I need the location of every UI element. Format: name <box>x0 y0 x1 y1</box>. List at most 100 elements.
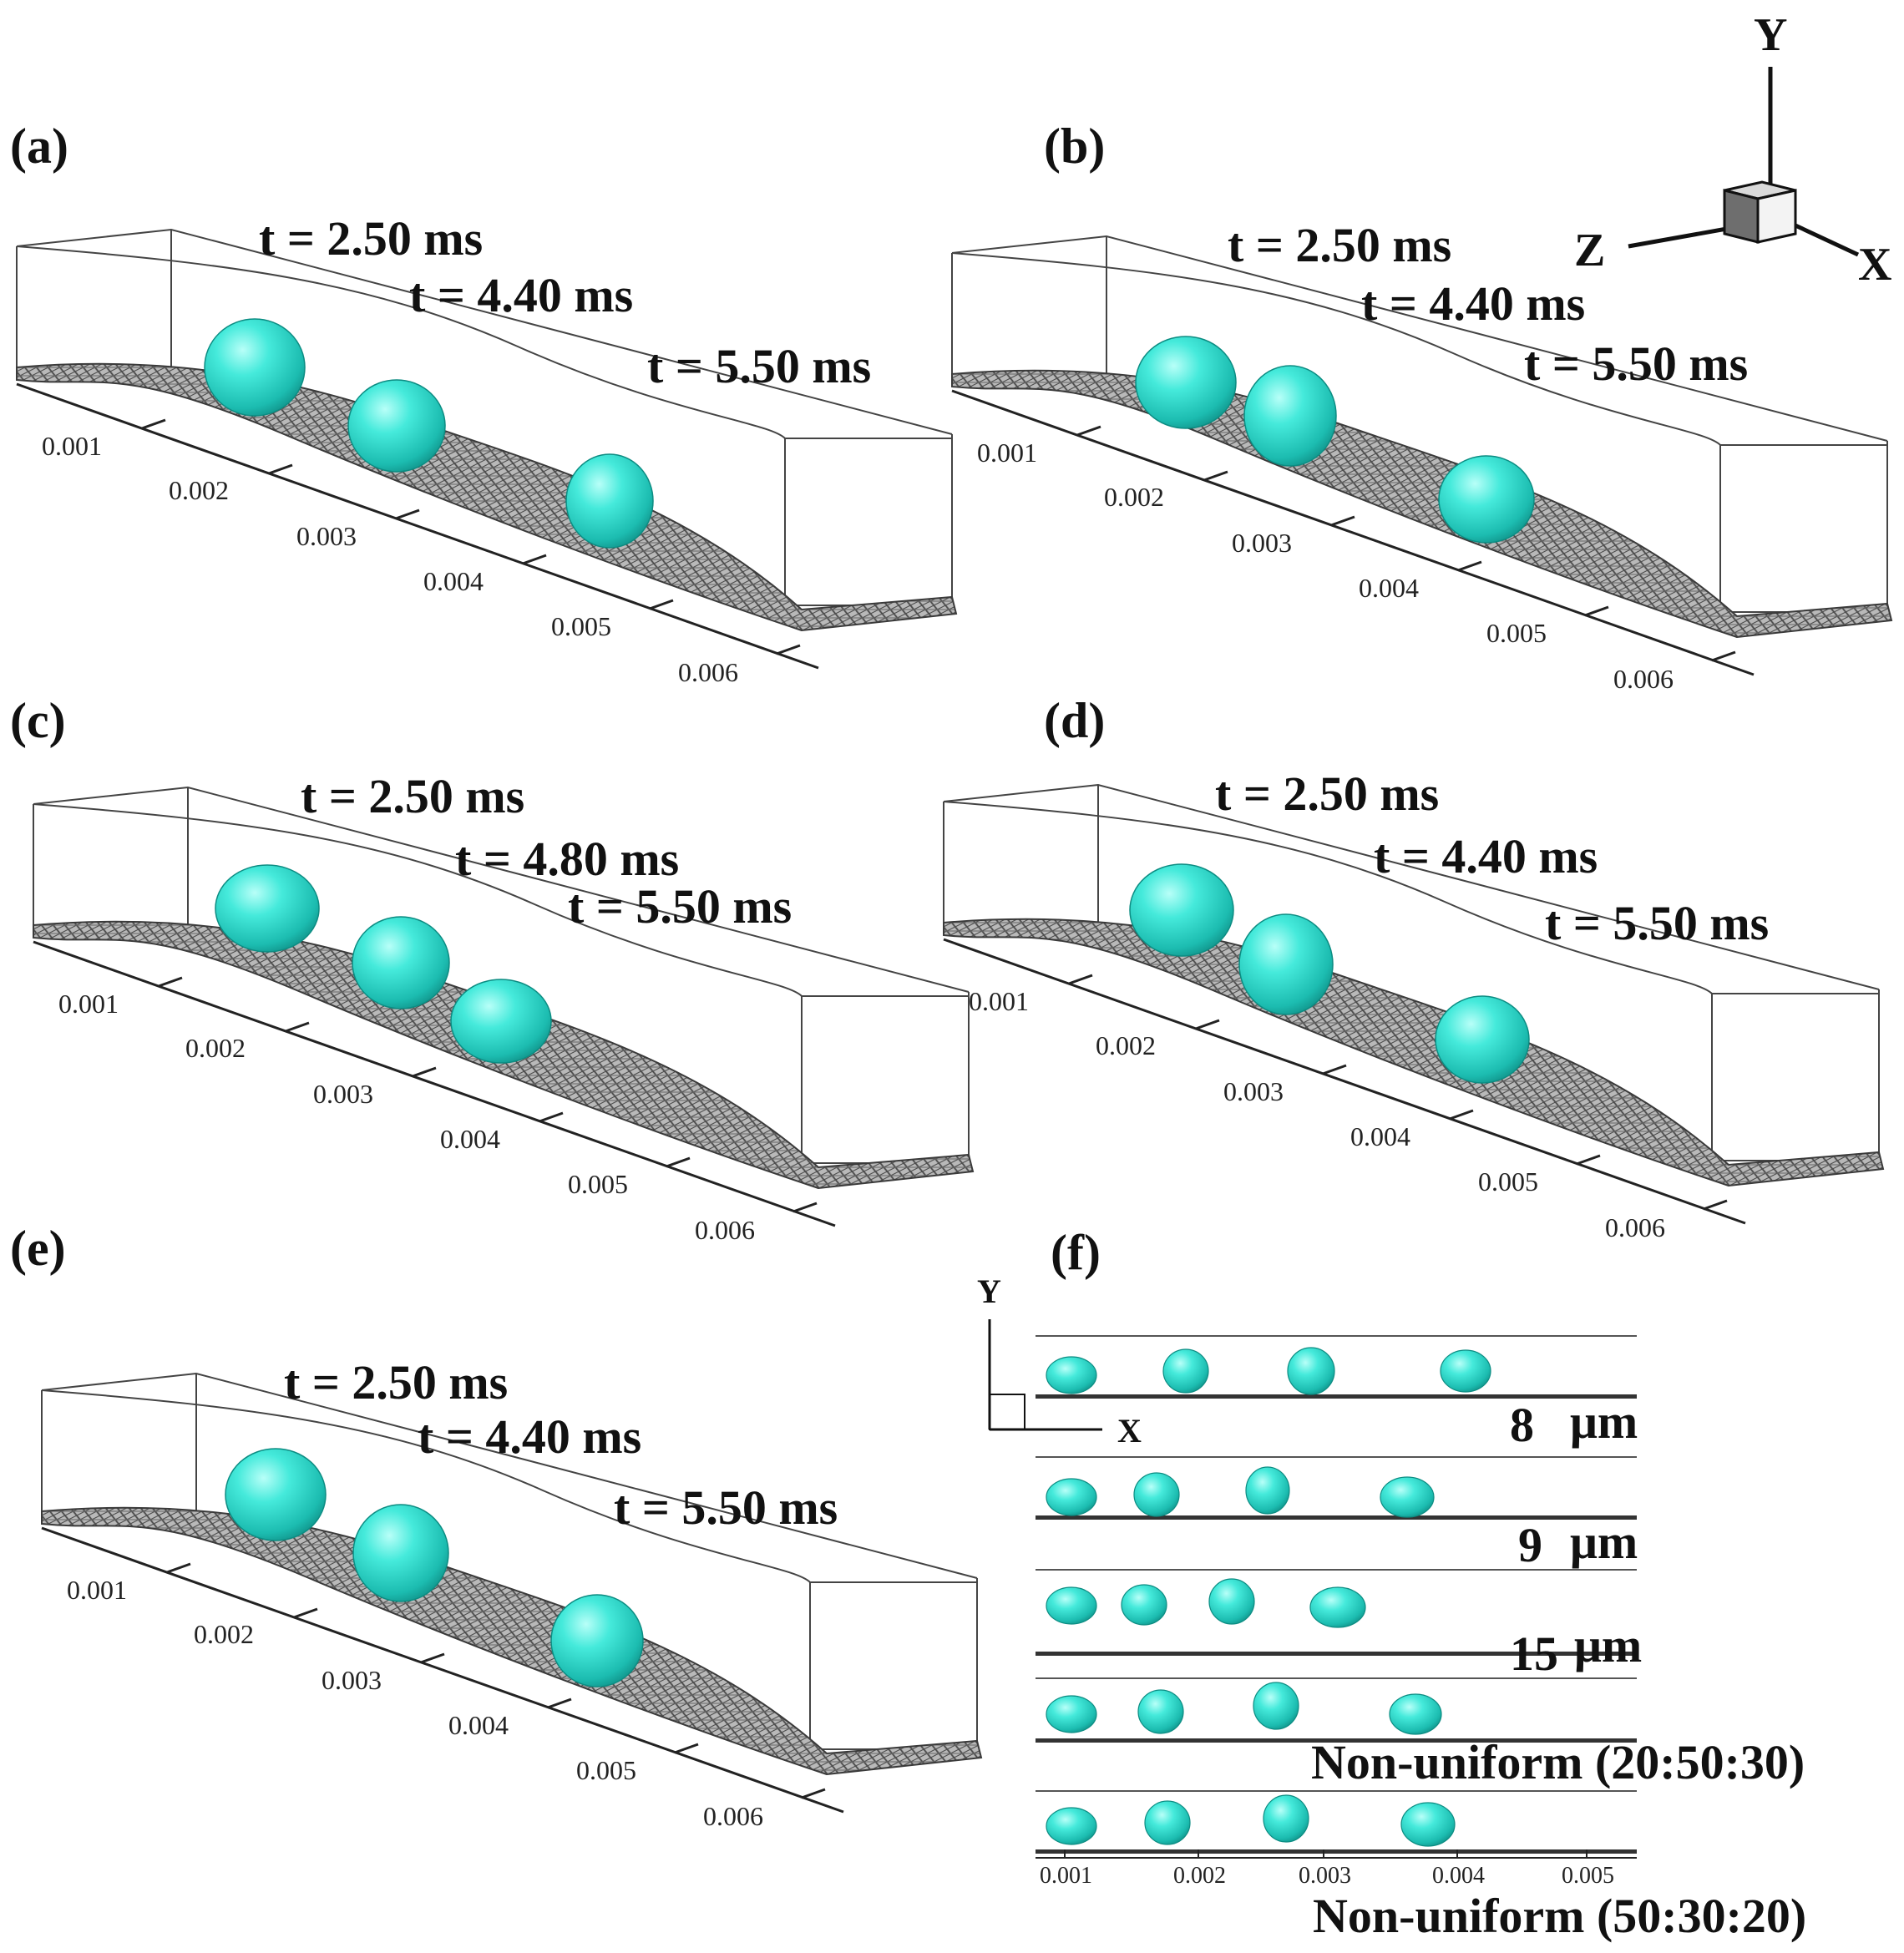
panel-e: (e) t = 2.50 ms t = 4.40 ms t = 5.50 ms … <box>10 1221 983 1831</box>
droplet <box>1380 1476 1435 1518</box>
axis-tick <box>522 554 547 565</box>
panel-e-ticks: 0.001 0.002 0.003 0.004 0.005 0.006 <box>67 1575 763 1831</box>
axis-tick <box>1076 425 1101 437</box>
tick-label: 0.004 <box>1359 573 1419 603</box>
panel-c-time-3: t = 5.50 ms <box>568 879 792 933</box>
panel-f-axes: Y X <box>977 1272 1142 1450</box>
axis-tick <box>158 976 183 988</box>
tick-label: 0.003 <box>1232 528 1292 558</box>
droplet <box>225 1448 327 1541</box>
x-axis-line <box>33 940 836 1227</box>
tick-label: 0.006 <box>678 657 738 687</box>
rough-surface <box>41 1506 983 1776</box>
droplet <box>1129 863 1234 957</box>
axis-tick <box>1457 560 1482 572</box>
panel-b-time-3: t = 5.50 ms <box>1524 336 1748 391</box>
droplet <box>1144 1800 1191 1845</box>
x-axis-line <box>951 389 1755 676</box>
panel-b-scene <box>951 235 1893 676</box>
droplet <box>1435 995 1530 1084</box>
panel-b-label: (b) <box>1044 119 1105 174</box>
droplet <box>204 318 306 417</box>
axis-tick <box>1449 1109 1474 1121</box>
axis-tick <box>674 1743 699 1754</box>
tick-label: 0.003 <box>1299 1863 1351 1889</box>
tick-label: 0.005 <box>1562 1863 1614 1889</box>
channel-end-box <box>801 995 970 1164</box>
tick-label: 0.002 <box>194 1619 254 1649</box>
strip-label: Non-uniform (20:50:30) <box>1311 1735 1805 1789</box>
triad-cube <box>1723 180 1797 244</box>
droplet <box>1438 455 1535 544</box>
panel-f-x-label: X <box>1117 1412 1142 1450</box>
panel-f-strips <box>1036 1335 1637 1859</box>
droplet <box>352 1504 449 1602</box>
tick-label: 0.004 <box>448 1710 509 1740</box>
droplet <box>1389 1693 1442 1735</box>
droplet <box>352 916 450 1009</box>
droplet <box>1243 365 1337 467</box>
tick-label: 0.003 <box>296 521 357 551</box>
panel-e-scene <box>41 1372 983 1814</box>
droplet <box>1162 1348 1209 1394</box>
strip-substrate <box>1036 1652 1637 1656</box>
triad-z-label: Z <box>1574 225 1605 276</box>
axis-tick <box>1068 974 1093 985</box>
axis-tick <box>268 463 293 475</box>
tick-label: 0.005 <box>568 1169 628 1199</box>
strip-label: 15 <box>1510 1627 1558 1681</box>
panel-f-ticks: 0.001 0.002 0.003 0.004 0.005 <box>1040 1863 1614 1889</box>
tick-label: 0.006 <box>1605 1212 1665 1242</box>
axis-tick <box>293 1607 318 1619</box>
droplet <box>1133 1472 1180 1517</box>
strip-unit: μm <box>1570 1394 1638 1449</box>
droplet <box>1440 1349 1491 1393</box>
rough-surface <box>16 362 958 632</box>
strip-label: 8 <box>1510 1398 1534 1452</box>
droplet <box>215 864 320 953</box>
panel-d-scene <box>943 783 1885 1225</box>
panel-e-time-1: t = 2.50 ms <box>284 1355 508 1409</box>
droplet <box>1137 1689 1184 1734</box>
panel-d-ticks: 0.001 0.002 0.003 0.004 0.005 0.006 <box>969 986 1665 1242</box>
panel-c-ticks: 0.001 0.002 0.003 0.004 0.005 0.006 <box>58 989 755 1245</box>
panel-a-time-3: t = 5.50 ms <box>647 339 871 393</box>
droplet <box>565 453 654 549</box>
tick-label: 0.001 <box>1040 1863 1092 1889</box>
triad-y-label: Y <box>1754 9 1787 61</box>
axis-tick <box>166 1562 191 1574</box>
panel-e-time-3: t = 5.50 ms <box>614 1480 838 1535</box>
panel-c-scene <box>33 786 975 1227</box>
axis-tick <box>792 1202 818 1213</box>
axis-tick <box>776 644 801 655</box>
axis-tick <box>141 418 166 430</box>
panel-a-time-2: t = 4.40 ms <box>409 268 633 322</box>
tick-label: 0.001 <box>58 989 119 1019</box>
axis-tick <box>1330 515 1355 527</box>
droplet <box>1238 913 1334 1015</box>
tick-label: 0.003 <box>1223 1076 1284 1106</box>
strip-substrate <box>1036 1394 1637 1399</box>
panel-d-time-2: t = 4.40 ms <box>1374 829 1598 883</box>
axis-tick <box>666 1156 691 1168</box>
channel-end-box <box>784 438 953 606</box>
channel-end-box <box>809 1581 978 1750</box>
tick-label: 0.004 <box>423 566 484 596</box>
droplet <box>1245 1466 1290 1515</box>
channel-edge <box>943 801 1713 994</box>
channel-end-box <box>1719 444 1888 613</box>
tick-label: 0.001 <box>42 431 102 461</box>
panel-b: (b) t = 2.50 ms t = 4.40 ms t = 5.50 ms … <box>951 119 1893 694</box>
strip-label: 9 <box>1518 1518 1542 1572</box>
droplet <box>1046 1695 1097 1733</box>
axes-triad: Y Z X <box>1574 9 1891 291</box>
axis-tick <box>1203 470 1228 482</box>
axis-tick <box>1711 650 1736 662</box>
channel-edge <box>33 803 803 997</box>
axis-tick <box>420 1652 445 1664</box>
strip-unit: μm <box>1574 1618 1642 1672</box>
strip-unit: μm <box>1570 1515 1638 1569</box>
axis-tick <box>1195 1019 1220 1030</box>
axis-tick <box>285 1021 310 1033</box>
